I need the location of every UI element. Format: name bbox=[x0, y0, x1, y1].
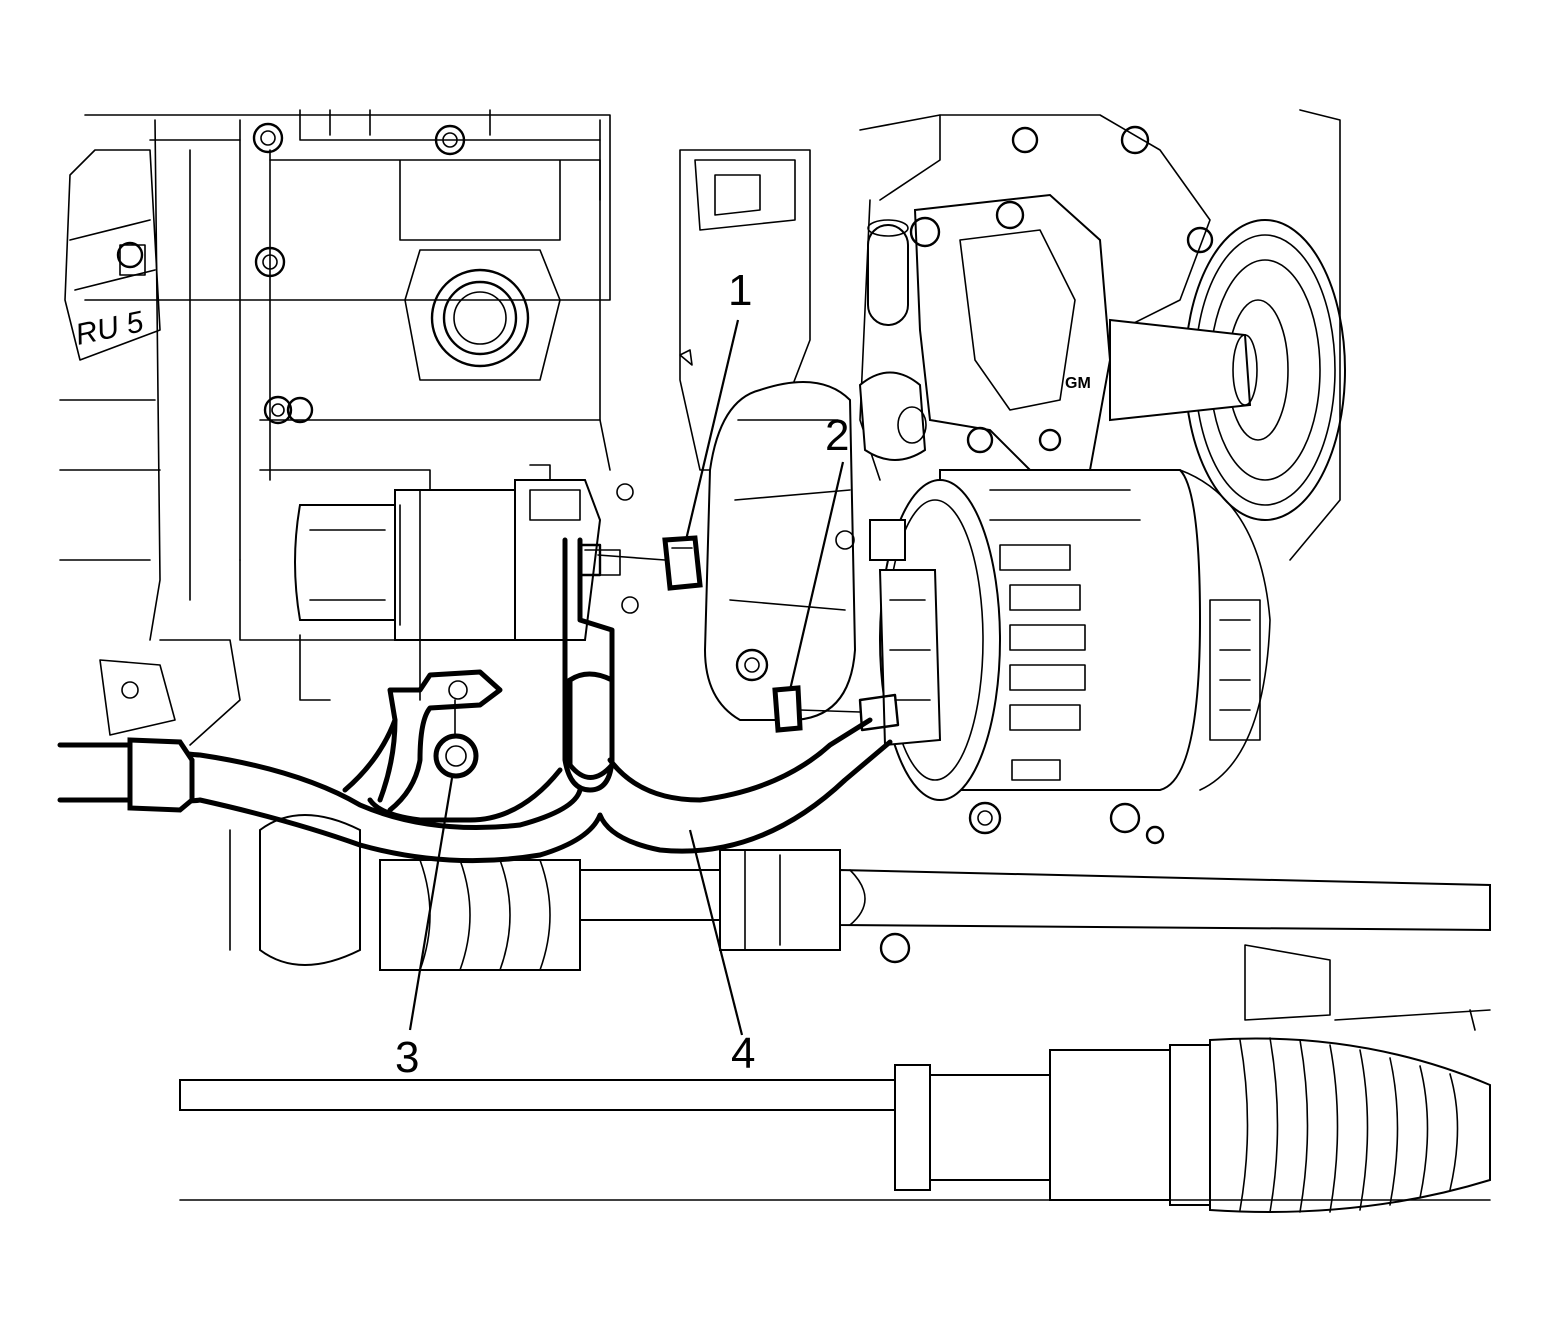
engine-block bbox=[59, 109, 611, 746]
engine-mount-bracket bbox=[679, 149, 857, 721]
callout-3: 3 bbox=[395, 1033, 419, 1082]
battery-cable-harness bbox=[57, 537, 893, 864]
callout-leaders bbox=[408, 319, 845, 1036]
water-pump-housing: GM bbox=[858, 114, 1214, 481]
steering-rack bbox=[179, 944, 1491, 1213]
callout-4: 4 bbox=[731, 1029, 755, 1078]
leader-2 bbox=[788, 461, 845, 691]
callout-labels: 1 2 3 4 bbox=[395, 266, 849, 1082]
leader-3 bbox=[408, 777, 454, 1031]
accessory-pulley bbox=[1109, 109, 1346, 561]
generator bbox=[869, 469, 1271, 845]
generator-fins bbox=[989, 489, 1261, 781]
drive-axle bbox=[229, 814, 1491, 971]
callout-1: 1 bbox=[728, 266, 752, 315]
callout-2: 2 bbox=[825, 411, 849, 460]
starter-solenoid-nut bbox=[578, 535, 703, 591]
starter-motor bbox=[294, 464, 639, 641]
leader-1 bbox=[684, 319, 740, 541]
block-engraving-text: RU 5 bbox=[73, 305, 147, 352]
harness-bracket-bolt bbox=[433, 680, 479, 779]
leader-4 bbox=[688, 829, 744, 1036]
gm-logo-text: GM bbox=[1065, 375, 1091, 392]
